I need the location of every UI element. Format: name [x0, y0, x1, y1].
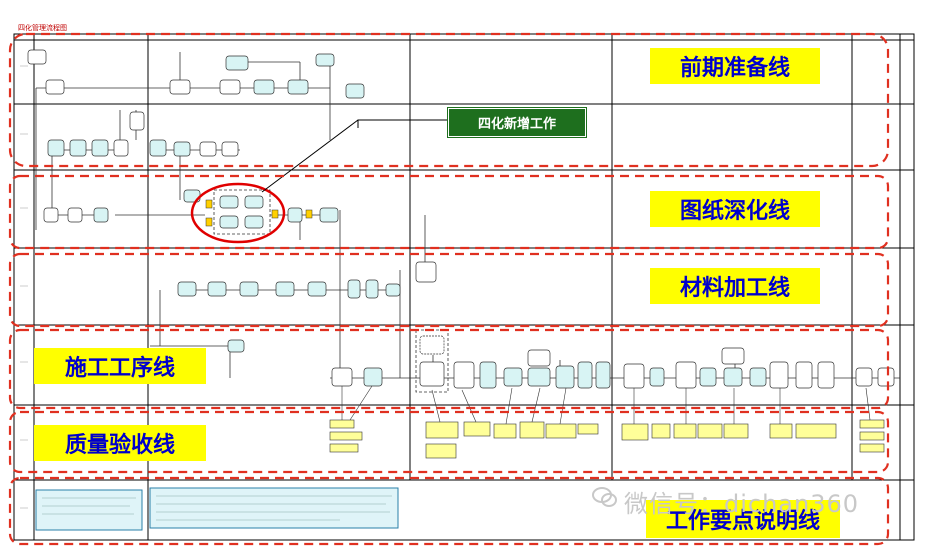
process-node: [287, 79, 309, 95]
process-node: [149, 139, 167, 157]
process-node: [649, 367, 665, 387]
new-work-group: [213, 189, 271, 235]
process-node: [45, 79, 65, 95]
process-node: [173, 141, 191, 157]
process-nodes: [27, 49, 895, 389]
lane-label-material: 材料加工线: [650, 268, 820, 304]
process-node: [479, 361, 497, 389]
process-node: [315, 53, 335, 67]
yellow-markers: [205, 199, 313, 227]
process-node: [219, 79, 241, 95]
process-node: [287, 207, 303, 223]
process-node: [527, 367, 551, 387]
process-node: [347, 279, 361, 299]
process-node: [27, 49, 47, 65]
process-node: [275, 281, 295, 297]
process-node: [91, 139, 109, 157]
process-node: [345, 83, 365, 99]
process-node: [855, 367, 873, 387]
process-node: [527, 349, 551, 367]
process-node: [239, 281, 259, 297]
process-node: [577, 361, 593, 389]
watermark-text: 微信号：dichan360: [624, 490, 860, 518]
process-node: [365, 279, 379, 299]
process-node: [169, 79, 191, 95]
process-node: [675, 361, 697, 389]
process-node: [363, 367, 383, 387]
process-node: [503, 367, 523, 387]
process-node: [221, 141, 239, 157]
process-node: [253, 79, 275, 95]
callout-new-work: 四化新增工作: [447, 107, 587, 138]
process-node: [555, 365, 575, 389]
lane-side-ticks: [20, 65, 28, 509]
process-node: [723, 367, 743, 387]
process-node: [877, 367, 895, 387]
process-node: [69, 139, 87, 157]
notes-boxes: [35, 487, 399, 531]
callout-pointers: [261, 119, 447, 193]
process-node: [67, 207, 83, 223]
process-node: [419, 361, 445, 387]
process-node: [415, 261, 437, 283]
process-node: [43, 207, 59, 223]
quality-notes: [329, 419, 885, 459]
process-node: [244, 195, 264, 209]
process-node: [199, 141, 217, 157]
process-node: [219, 195, 239, 209]
process-node: [93, 207, 109, 223]
process-node: [219, 215, 239, 229]
process-node: [113, 139, 129, 157]
lane-label-preparation: 前期准备线: [650, 48, 820, 84]
notes-lines: [42, 495, 392, 521]
lane-label-quality: 质量验收线: [34, 425, 206, 461]
wechat-icon: [592, 487, 617, 507]
process-node: [699, 367, 717, 387]
process-node: [177, 281, 197, 297]
process-node: [244, 215, 264, 229]
process-node: [385, 283, 401, 297]
process-node: [817, 361, 835, 389]
process-node: [769, 361, 789, 389]
process-node: [225, 55, 249, 71]
process-node: [453, 361, 475, 389]
diagram-title: 四化管理流程图: [18, 24, 67, 32]
lane-group-borders: [8, 32, 890, 546]
process-node: [331, 367, 353, 387]
process-node: [749, 367, 767, 387]
process-node: [307, 281, 327, 297]
highlight-ring: [190, 182, 286, 244]
quality-arrows: [341, 385, 871, 425]
process-node: [795, 361, 813, 389]
process-node: [623, 363, 645, 389]
process-node: [227, 339, 245, 353]
lane-label-drawing: 图纸深化线: [650, 191, 820, 227]
process-node: [721, 347, 745, 365]
process-node: [129, 111, 145, 131]
lane-label-construction: 施工工序线: [34, 348, 206, 384]
process-node: [47, 139, 65, 157]
process-node: [207, 281, 227, 297]
process-node: [595, 361, 611, 389]
process-node: [419, 335, 445, 355]
lane-label-notes: 工作要点说明线: [646, 500, 840, 538]
process-node: [319, 207, 339, 223]
